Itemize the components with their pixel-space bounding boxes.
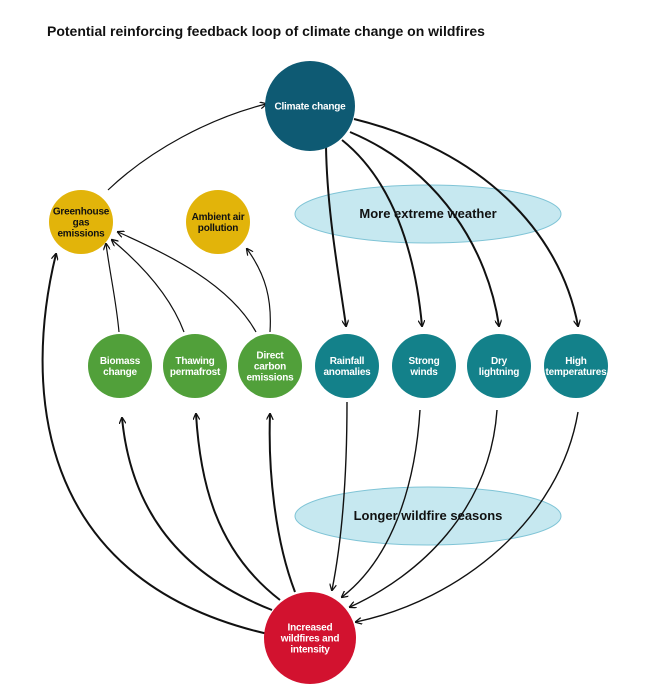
arrow-wildfires-to-greenhouse [41, 254, 269, 635]
label-line: Rainfall [330, 356, 365, 367]
longer-wildfire-seasons-label: Longer wildfire seasons [354, 508, 503, 523]
label-line: emissions [57, 229, 105, 240]
arrow-climate-to-dry-lightning [349, 131, 499, 326]
label-line: gas [73, 218, 90, 229]
label-line: Increased [288, 623, 333, 634]
label-line: Dry [491, 356, 508, 367]
label-line: Direct [256, 351, 284, 362]
label-line: Biomass [100, 356, 141, 367]
label-line: intensity [290, 645, 330, 656]
arrow-strong-winds-to-wildfires [342, 409, 421, 597]
diagram-title: Potential reinforcing feedback loop of c… [47, 23, 485, 39]
arrows [41, 104, 579, 635]
label-line: winds [409, 367, 438, 378]
more-extreme-weather-label: More extreme weather [359, 206, 496, 221]
arrow-greenhouse-to-climate [107, 104, 266, 191]
arrow-climate-to-high-temperatures [353, 118, 578, 326]
more-extreme-weather-ellipse: More extreme weather [294, 184, 562, 244]
label-line: wildfires and [280, 634, 340, 645]
arrow-wildfires-to-biomass [122, 418, 273, 611]
label-line: emissions [246, 373, 294, 384]
label-line: permafrost [170, 367, 221, 378]
label-line: pollution [198, 223, 238, 234]
arrow-direct-carbon-to-air-pollution [247, 249, 271, 333]
label-line: High [565, 356, 587, 367]
longer-wildfire-seasons-ellipse: Longer wildfire seasons [294, 486, 562, 546]
arrow-wildfires-to-direct-carbon [270, 414, 296, 593]
label-line: Strong [408, 356, 439, 367]
label-line: carbon [254, 362, 286, 373]
label-line: Ambient air [192, 212, 245, 223]
label-line: Thawing [175, 356, 214, 367]
climate-change-label: Climate change [274, 102, 346, 113]
arrow-thawing-to-greenhouse [112, 240, 185, 333]
arrow-rainfall-to-wildfires [332, 401, 348, 590]
label-line: change [103, 367, 137, 378]
arrow-direct-carbon-to-greenhouse [118, 232, 257, 333]
arrow-dry-lightning-to-wildfires [350, 409, 498, 607]
label-line: Greenhouse [53, 207, 110, 218]
arrow-biomass-to-greenhouse [106, 244, 120, 333]
label-line: temperatures [546, 367, 608, 378]
arrow-climate-to-strong-winds [341, 139, 422, 326]
climate-change-node: Climate change [265, 61, 355, 151]
arrow-wildfires-to-thawing [196, 414, 281, 601]
label-line: anomalies [323, 367, 371, 378]
arrow-high-temperatures-to-wildfires [356, 411, 579, 622]
label-line: lightning [479, 367, 519, 378]
arrow-climate-to-rainfall [325, 145, 346, 326]
label-line: Climate change [274, 102, 346, 113]
